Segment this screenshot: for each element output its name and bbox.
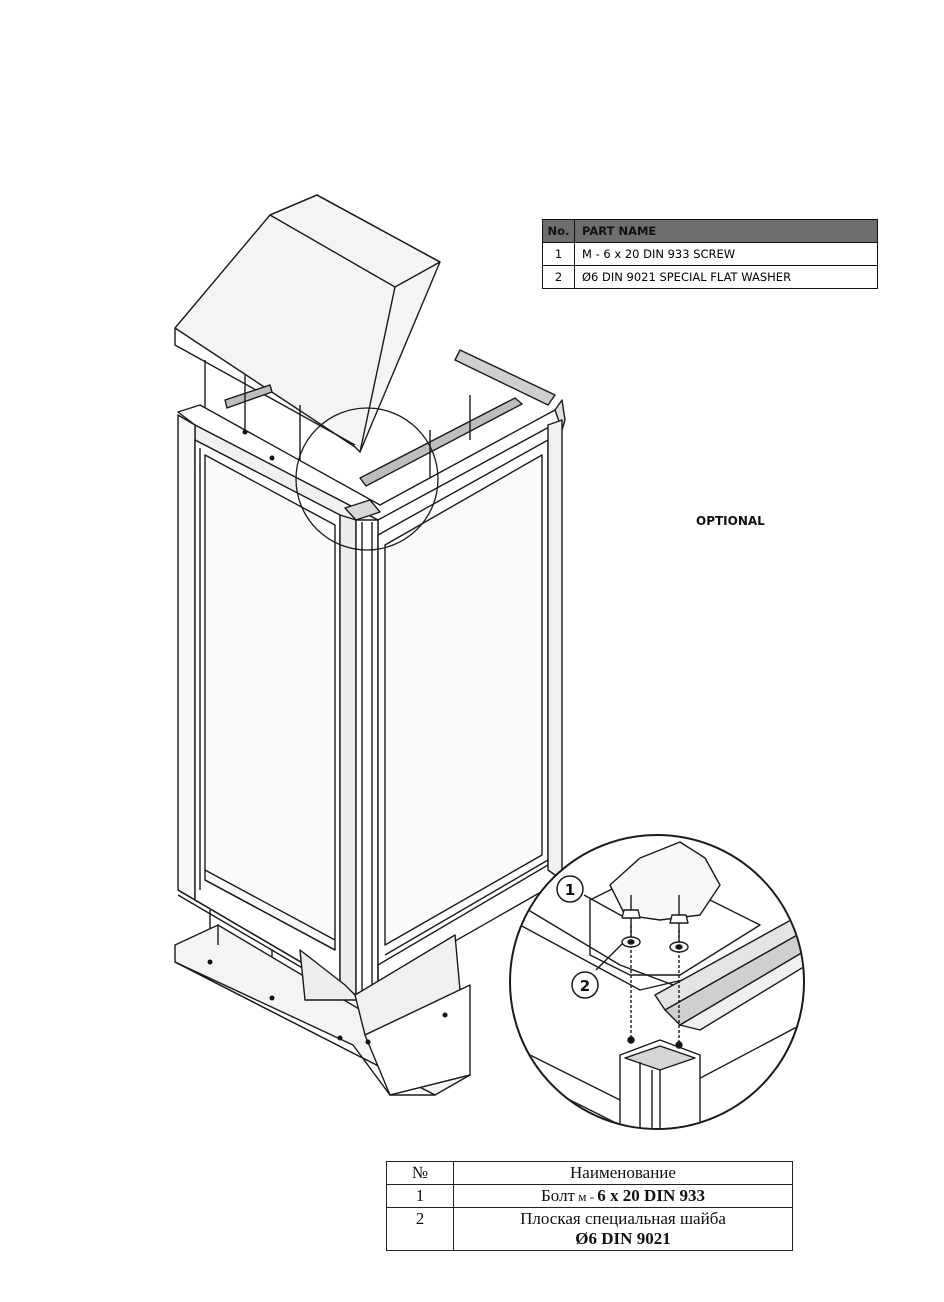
detail-circle-bottom xyxy=(509,834,805,1130)
row-no: 2 xyxy=(542,265,575,289)
name-spec: Ø6 DIN 9021 xyxy=(575,1229,671,1248)
row-part-name: Ø6 DIN 9021 SPECIAL FLAT WASHER xyxy=(574,265,878,289)
row-part-name: M - 6 x 20 DIN 933 SCREW xyxy=(574,242,878,266)
table-row: 1 Болт м - 6 x 20 DIN 933 xyxy=(386,1184,793,1208)
optional-label: OPTIONAL xyxy=(696,514,765,528)
header-name: Наименование xyxy=(453,1161,793,1185)
screw-points xyxy=(207,429,448,1045)
detail-circle-top xyxy=(295,407,439,551)
right-panel xyxy=(377,419,563,986)
name-prefix: Плоская специальная шайба xyxy=(520,1209,726,1228)
top-hood xyxy=(174,194,441,453)
top-rails xyxy=(204,349,556,487)
screw-2-detail xyxy=(669,895,689,1045)
screw-1-detail xyxy=(621,895,641,1040)
name-prefix: Болт xyxy=(541,1186,575,1205)
row-no: 1 xyxy=(386,1184,454,1208)
parts-table-ru-header: № Наименование xyxy=(386,1161,793,1185)
row-no: 1 xyxy=(542,242,575,266)
parts-table-en-header: No. PART NAME xyxy=(542,219,878,243)
callout-2: 2 xyxy=(571,971,599,999)
svg-text:2: 2 xyxy=(580,977,590,995)
header-no: No. xyxy=(542,219,575,243)
name-small: м - xyxy=(574,1189,598,1204)
parts-table-ru: № Наименование 1 Болт м - 6 x 20 DIN 933… xyxy=(386,1161,793,1251)
callout-1: 1 xyxy=(556,875,584,903)
row-no: 2 xyxy=(386,1207,454,1251)
name-spec: 6 x 20 DIN 933 xyxy=(597,1186,705,1205)
parts-table-en: No. PART NAME 1 M - 6 x 20 DIN 933 SCREW… xyxy=(542,219,878,289)
corner-post xyxy=(339,514,379,996)
table-row: 1 M - 6 x 20 DIN 933 SCREW xyxy=(542,242,878,266)
header-no: № xyxy=(386,1161,454,1185)
svg-text:1: 1 xyxy=(565,881,575,899)
header-part-name: PART NAME xyxy=(574,219,878,243)
table-row: 2 Ø6 DIN 9021 SPECIAL FLAT WASHER xyxy=(542,265,878,289)
row-name: Болт м - 6 x 20 DIN 933 xyxy=(453,1184,793,1208)
bottom-base xyxy=(174,924,471,1096)
left-panel xyxy=(177,414,341,986)
